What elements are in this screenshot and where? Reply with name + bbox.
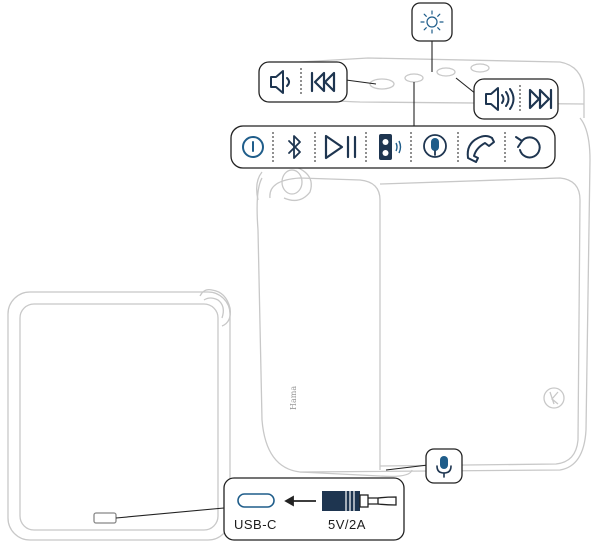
usb-c-plug-icon xyxy=(322,491,397,511)
usb-c-port-icon xyxy=(237,493,275,508)
bottom-microphone-callout xyxy=(425,448,463,484)
next-track-icon xyxy=(528,88,553,110)
previous-track-icon xyxy=(310,71,336,93)
brand-label: Hama xyxy=(289,386,298,410)
button-strip-callout xyxy=(230,125,556,169)
power-icon xyxy=(242,136,264,158)
leader-lines xyxy=(115,40,477,519)
volume-down-icon xyxy=(270,70,290,94)
usb-c-label: USB-C xyxy=(234,517,277,532)
reset-icon xyxy=(515,136,541,159)
volume-down-previous-callout xyxy=(258,61,348,103)
charging-callout: USB-C 5V/2A xyxy=(223,477,405,541)
source-speaker-icon xyxy=(379,134,402,160)
bluetooth-icon xyxy=(288,135,301,159)
speaker-front-view xyxy=(256,57,591,478)
play-pause-icon xyxy=(324,134,357,160)
speaker-back-view xyxy=(7,288,231,541)
microphone-icon xyxy=(436,456,452,478)
arrow-left-icon xyxy=(284,495,316,507)
microphone-icon xyxy=(423,134,447,158)
light-icon xyxy=(420,10,444,34)
phone-icon xyxy=(466,135,495,163)
power-rating-label: 5V/2A xyxy=(328,517,366,532)
volume-up-icon xyxy=(485,87,515,111)
volume-up-next-callout xyxy=(473,78,559,120)
light-callout xyxy=(411,2,453,42)
